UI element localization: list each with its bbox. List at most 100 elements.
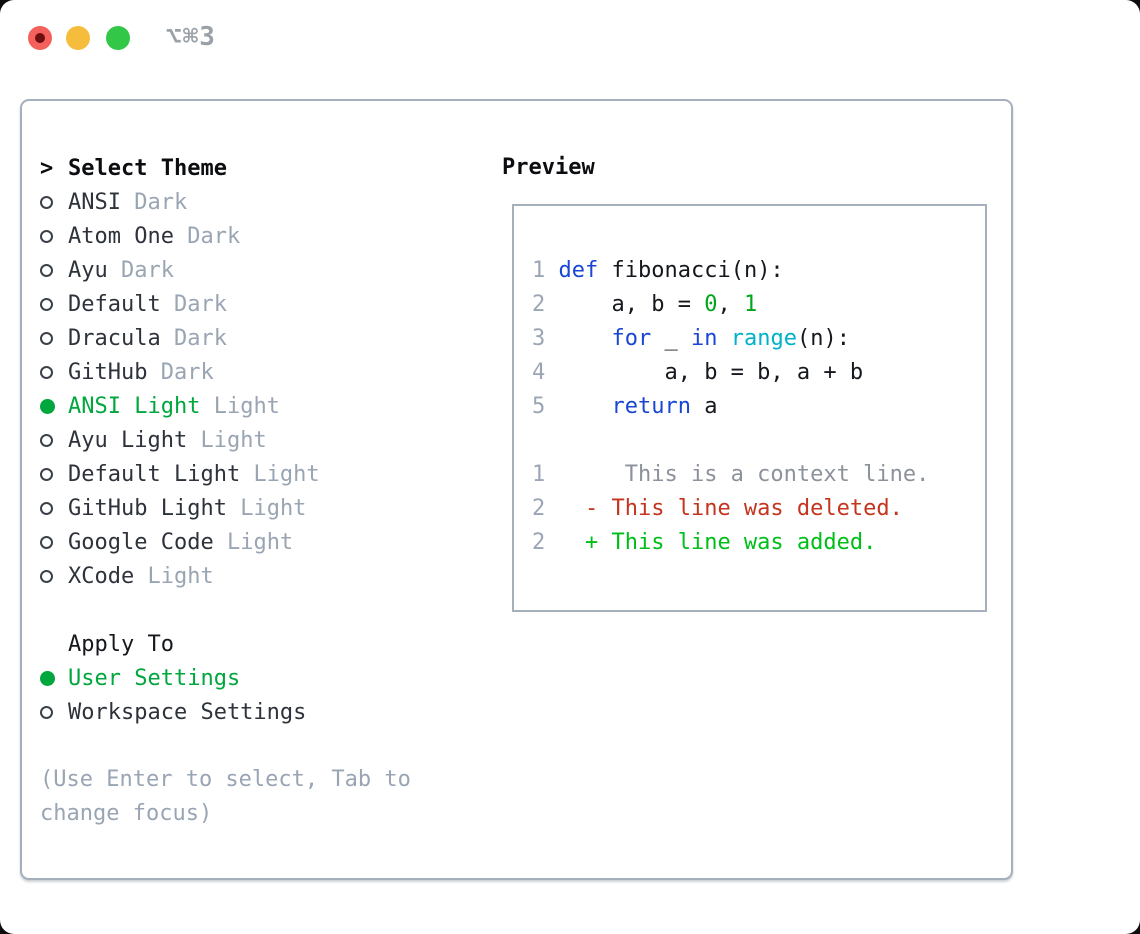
radio-selected-icon	[40, 670, 68, 686]
circle-icon	[40, 705, 53, 719]
circle-icon	[40, 569, 53, 583]
code-token: a, b =	[558, 292, 705, 317]
code-token	[559, 326, 612, 351]
item-label: GitHub Light Light	[68, 495, 307, 521]
circle-icon	[40, 229, 53, 243]
radio-unselected-icon	[40, 705, 68, 719]
preview-line: 4 a, b = b, a + b	[532, 356, 985, 390]
code-token: in	[690, 326, 718, 351]
line-number: 2	[532, 292, 559, 317]
zoom-button[interactable]	[106, 26, 130, 50]
radio-unselected-icon	[40, 195, 68, 209]
item-label: Ayu Light Light	[68, 427, 267, 453]
code-token: _	[651, 326, 691, 351]
theme-item-default[interactable]: Default Dark	[40, 287, 320, 321]
theme-item-github[interactable]: GitHub Dark	[40, 355, 320, 389]
radio-unselected-icon	[40, 467, 68, 481]
preview-line: 3 for _ in range(n):	[532, 322, 985, 356]
radio-unselected-icon	[40, 229, 68, 243]
theme-item-dracula[interactable]: Dracula Dark	[40, 321, 320, 355]
preview-line: 1 This is a context line.	[532, 458, 985, 492]
code-token: return	[611, 394, 691, 419]
preview-line	[532, 424, 985, 458]
radio-unselected-icon	[40, 365, 68, 379]
filled-circle-icon	[40, 670, 55, 686]
radio-selected-icon	[40, 398, 68, 414]
theme-item-ayu-light[interactable]: Ayu Light Light	[40, 423, 320, 457]
item-label: User Settings	[68, 665, 241, 691]
theme-item-xcode[interactable]: XCode Light	[40, 559, 320, 593]
theme-item-ansi[interactable]: ANSI Dark	[40, 185, 320, 219]
preview-line: 2 - This line was deleted.	[532, 492, 985, 526]
item-variant: Dark	[173, 325, 227, 351]
circle-icon	[40, 535, 53, 549]
select-theme-title: Select Theme	[68, 155, 227, 181]
theme-item-ayu[interactable]: Ayu Dark	[40, 253, 320, 287]
prompt-caret: >	[40, 155, 54, 181]
item-label: Ayu Dark	[68, 257, 174, 283]
item-label: Default Dark	[68, 291, 227, 317]
theme-item-atom-one[interactable]: Atom One Dark	[40, 219, 320, 253]
apply-to-title: Apply To	[68, 631, 174, 657]
apply-to-header: Apply To	[40, 627, 306, 661]
circle-icon	[40, 195, 53, 209]
preview-line: 2 a, b = 0, 1	[532, 288, 985, 322]
window-title: ⌥⌘3	[166, 22, 216, 52]
minimize-button[interactable]	[66, 26, 90, 50]
item-variant: Light	[253, 461, 320, 487]
item-label: ANSI Light Light	[68, 393, 280, 419]
circle-icon	[40, 263, 53, 277]
line-number	[532, 428, 559, 453]
line-number: 2	[532, 496, 559, 521]
code-token: a, b = b, a + b	[558, 360, 864, 385]
item-label: ANSI Dark	[68, 189, 188, 215]
line-number: 3	[532, 326, 559, 351]
select-theme-header: > Select Theme	[40, 151, 320, 185]
item-variant: Light	[147, 563, 214, 589]
code-token: 0	[704, 292, 718, 317]
code-token: This is a context line.	[558, 462, 930, 487]
line-number: 5	[532, 394, 559, 419]
preview-title: Preview	[502, 155, 595, 180]
code-token: 1	[743, 292, 758, 317]
close-button[interactable]	[28, 26, 52, 50]
apply-option-user-settings[interactable]: User Settings	[40, 661, 306, 695]
apply-option-workspace-settings[interactable]: Workspace Settings	[40, 695, 306, 729]
radio-unselected-icon	[40, 263, 68, 277]
line-number: 2	[532, 530, 559, 555]
item-label: Default Light Light	[68, 461, 320, 487]
theme-item-ansi-light[interactable]: ANSI Light Light	[40, 389, 320, 423]
theme-item-google-code[interactable]: Google Code Light	[40, 525, 320, 559]
theme-item-default-light[interactable]: Default Light Light	[40, 457, 320, 491]
line-number: 1	[532, 462, 559, 487]
code-token: a	[690, 394, 718, 419]
preview-line: 1 def fibonacci(n):	[532, 254, 985, 288]
circle-icon	[40, 331, 53, 345]
radio-unselected-icon	[40, 297, 68, 311]
item-label: Google Code Light	[68, 529, 294, 555]
item-variant: Dark	[134, 189, 188, 215]
item-variant: Light	[240, 495, 307, 521]
radio-unselected-icon	[40, 331, 68, 345]
item-label: Atom One Dark	[68, 223, 241, 249]
radio-unselected-icon	[40, 535, 68, 549]
theme-item-github-light[interactable]: GitHub Light Light	[40, 491, 320, 525]
code-token: fibonacci(n):	[598, 258, 784, 283]
item-variant: Dark	[121, 257, 174, 283]
radio-unselected-icon	[40, 501, 68, 515]
code-token	[717, 326, 730, 351]
filled-circle-icon	[40, 398, 55, 414]
radio-unselected-icon	[40, 569, 68, 583]
item-label: Dracula Dark	[68, 325, 227, 351]
circle-icon	[40, 501, 53, 515]
item-variant: Light	[226, 529, 294, 555]
preview-line: 2 + This line was added.	[532, 526, 985, 560]
code-token	[559, 394, 612, 419]
code-token: range	[730, 326, 797, 351]
item-label: Workspace Settings	[68, 699, 307, 725]
